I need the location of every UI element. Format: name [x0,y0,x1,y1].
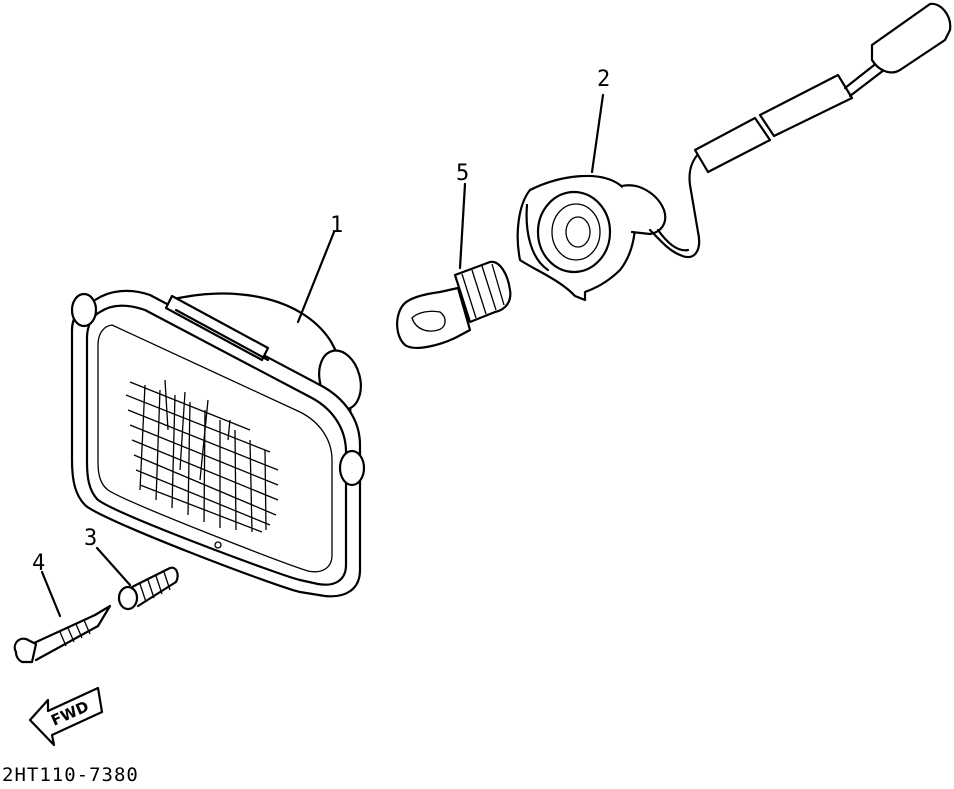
callout-1: 1 [330,213,343,238]
drawing-code: 2HT110-7380 [2,764,139,785]
leader-line-1 [296,230,336,324]
lens-pattern [125,379,279,533]
leader-line-3 [95,546,132,587]
callout-2: 2 [597,67,610,92]
leader-line-4 [40,570,62,618]
callout-3: 3 [84,526,97,551]
leader-line-5 [458,182,467,270]
bulb [396,260,512,349]
bulb-socket-cord [516,2,952,302]
callout-4: 4 [32,551,45,576]
callout-5: 5 [456,161,469,186]
adjusting-screw [13,604,112,664]
leader-lines [40,93,605,618]
leader-line-2 [590,93,605,174]
headlight-unit [70,289,366,598]
spring [117,566,179,611]
fwd-arrow-icon: FWD [28,686,104,747]
callouts: 1 2 3 4 5 [32,67,610,576]
